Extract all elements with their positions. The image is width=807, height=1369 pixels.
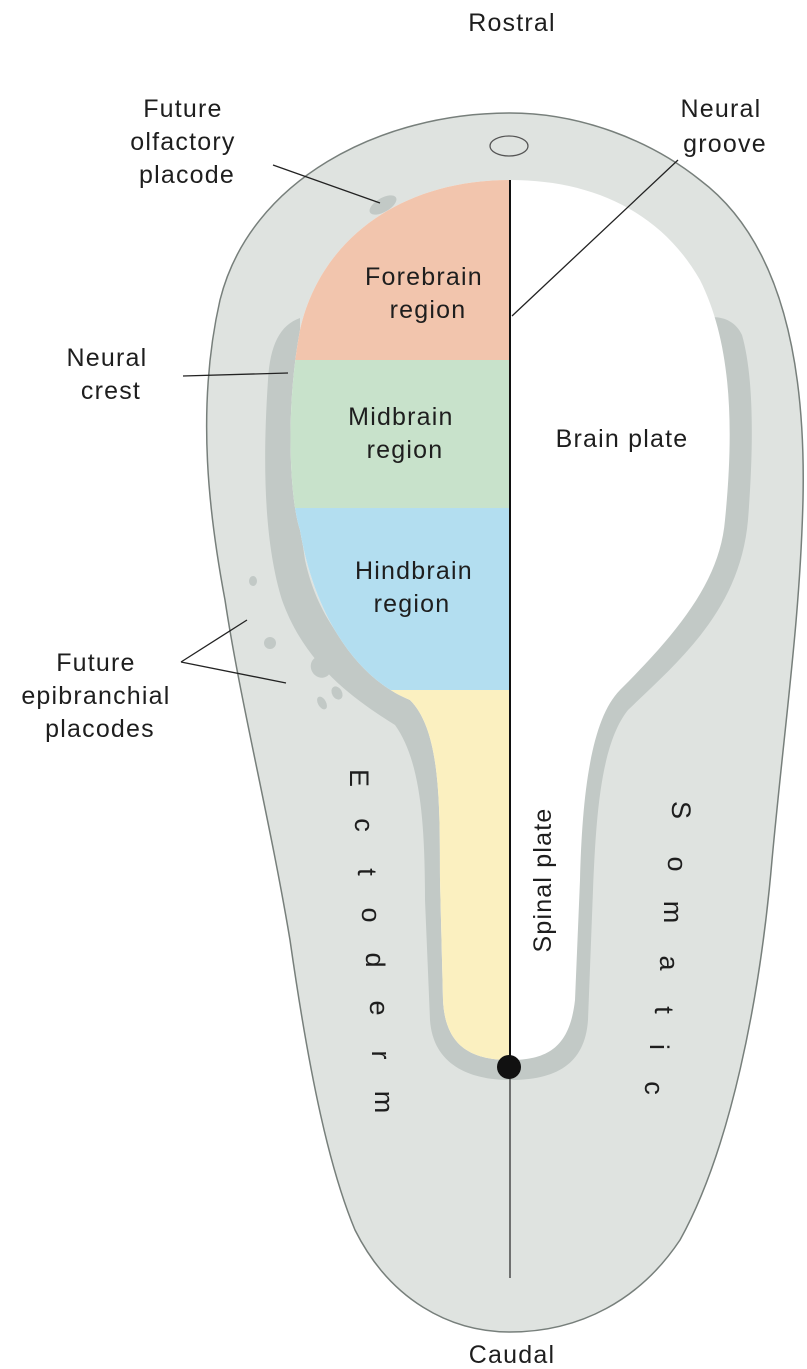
- svg-text:i: i: [644, 1044, 674, 1050]
- svg-text:S: S: [666, 801, 696, 819]
- svg-text:d: d: [360, 952, 390, 967]
- svg-text:c: c: [349, 818, 379, 832]
- svg-text:m: m: [369, 1091, 399, 1114]
- caudal-label: Caudal: [469, 1341, 555, 1369]
- spinal-plate-label: Spinal plate: [529, 807, 557, 952]
- svg-text:r: r: [366, 1051, 396, 1060]
- brain-plate-label: Brain plate: [556, 425, 689, 453]
- svg-text:E: E: [344, 769, 374, 787]
- svg-text:m: m: [658, 901, 688, 924]
- svg-text:o: o: [662, 856, 692, 871]
- svg-text:t: t: [352, 868, 382, 876]
- svg-text:c: c: [639, 1081, 669, 1095]
- neural-crest-label: Neural crest: [66, 344, 155, 405]
- olfactory-label: Future olfactory placode: [130, 95, 243, 189]
- svg-text:e: e: [364, 1000, 394, 1015]
- neural-groove-label: Neural groove: [680, 95, 769, 158]
- svg-text:t: t: [649, 1006, 679, 1014]
- svg-text:a: a: [654, 955, 684, 971]
- primitive-node: [497, 1055, 521, 1079]
- epibranchial-label: Future epibranchial placodes: [21, 649, 178, 743]
- rostral-label: Rostral: [468, 9, 556, 37]
- svg-text:o: o: [356, 907, 386, 922]
